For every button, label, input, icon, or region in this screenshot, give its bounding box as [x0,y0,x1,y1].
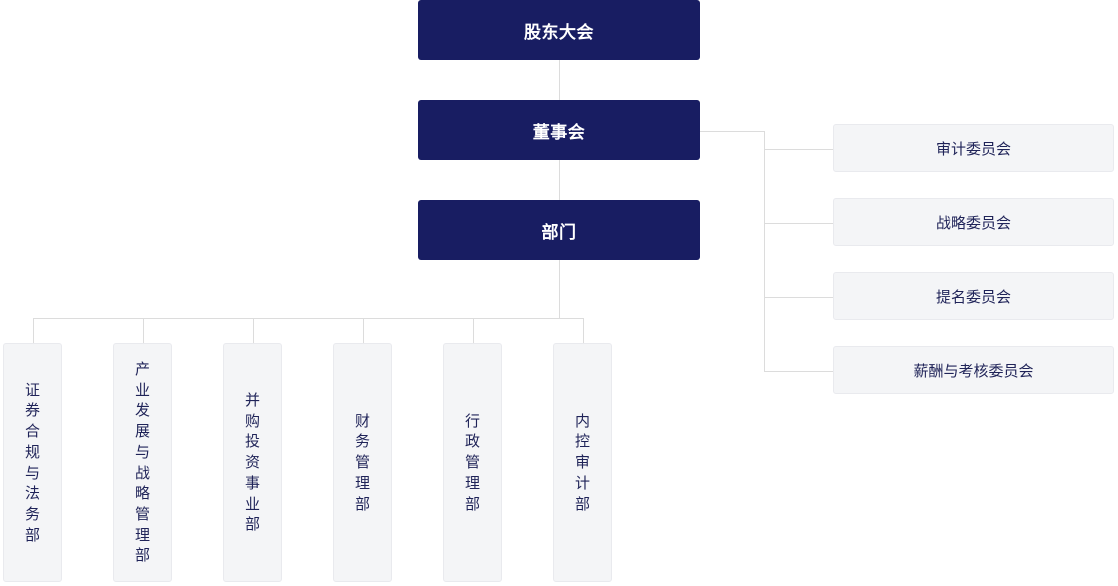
dept-internal-audit[interactable]: 内控审计部 [553,343,612,582]
connector-committee-branch [764,371,833,372]
committee-label: 审计委员会 [935,139,1011,158]
committee-label: 战略委员会 [935,213,1011,232]
node-board-of-directors[interactable]: 董事会 [418,100,700,160]
connector-committees-spine [764,131,765,372]
dept-label: 并购投资事业部 [245,391,261,534]
node-label: 股东大会 [524,22,594,43]
connector-shareholders-board [559,60,560,100]
connector-committee-branch [764,149,833,150]
connector-board-committees [700,131,765,132]
connector-dept-drop [143,318,144,343]
connector-committee-branch [764,297,833,298]
dept-securities-compliance-legal[interactable]: 证券合规与法务部 [3,343,62,582]
dept-label: 行政管理部 [465,411,481,513]
committee-remuneration[interactable]: 薪酬与考核委员会 [833,346,1114,394]
connector-dept-drop [33,318,34,343]
dept-label: 产业发展与战略管理部 [135,359,151,565]
committee-strategy[interactable]: 战略委员会 [833,198,1114,246]
dept-mergers-investment[interactable]: 并购投资事业部 [223,343,282,582]
node-label: 部门 [541,222,577,243]
connector-dept-drop [253,318,254,343]
dept-label: 内控审计部 [575,411,591,513]
connector-dept-drop [473,318,474,343]
node-departments[interactable]: 部门 [418,200,700,260]
committee-nomination[interactable]: 提名委员会 [833,272,1114,320]
node-shareholders-meeting[interactable]: 股东大会 [418,0,700,60]
connector-dept-drop [583,318,584,343]
dept-administration[interactable]: 行政管理部 [443,343,502,582]
committee-label: 薪酬与考核委员会 [913,361,1034,380]
node-label: 董事会 [532,122,586,143]
dept-finance[interactable]: 财务管理部 [333,343,392,582]
dept-industry-development-strategy[interactable]: 产业发展与战略管理部 [113,343,172,582]
committee-label: 提名委员会 [935,287,1011,306]
dept-label: 财务管理部 [355,411,371,513]
connector-board-departments [559,160,560,200]
connector-committee-branch [764,223,833,224]
committee-audit[interactable]: 审计委员会 [833,124,1114,172]
connector-departments-bus [33,318,584,319]
connector-departments-trunk [559,260,560,318]
connector-dept-drop [363,318,364,343]
dept-label: 证券合规与法务部 [25,380,41,544]
